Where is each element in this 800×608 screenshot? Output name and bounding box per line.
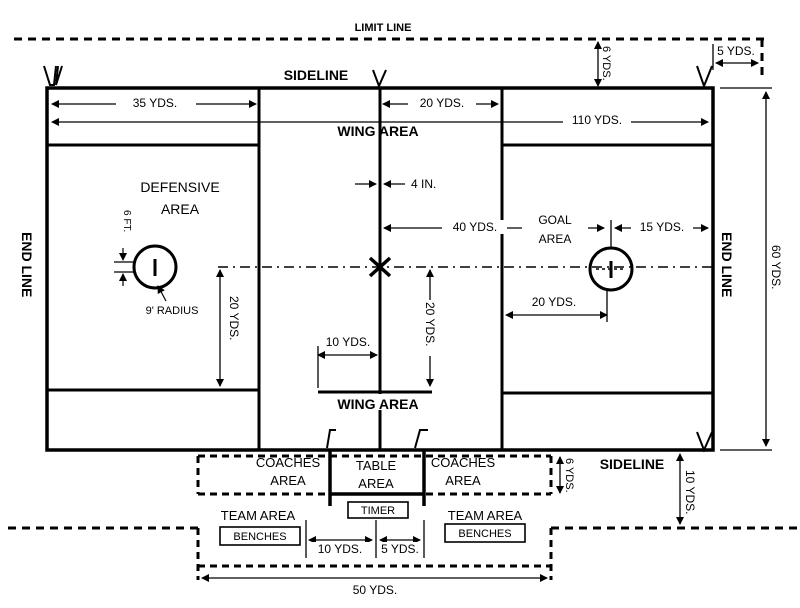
dim-5-yds-bottom: 5 YDS. (381, 542, 419, 556)
benches-left-label: BENCHES (233, 531, 286, 543)
dim-20-yds-center-vert: 20 YDS. (423, 302, 437, 346)
dim-10-yds-bottom: 10 YDS. (318, 542, 362, 556)
defensive-area-label-1: DEFENSIVE (140, 179, 219, 195)
dim-4-in: 4 IN. (411, 177, 436, 191)
dim-20-yds-top: 20 YDS. (420, 96, 464, 110)
dim-40-yds: 40 YDS. (453, 220, 497, 234)
goal-area-label-2: AREA (539, 232, 572, 246)
dim-110-yds: 110 YDS. (572, 113, 622, 127)
coaches-area-left-label-2: AREA (270, 473, 306, 488)
table-area-label-1: TABLE (356, 458, 397, 473)
flag-top-right (696, 65, 713, 89)
left-goal-crease (132, 244, 178, 290)
dim-15-yds: 15 YDS. (640, 220, 684, 234)
center-x-mark-2 (368, 256, 392, 278)
dim-50-yds: 50 YDS. (353, 583, 397, 597)
flag-bottom-left (326, 429, 336, 449)
wing-area-top-label: WING AREA (337, 123, 418, 139)
sideline-bottom-label: SIDELINE (600, 456, 665, 472)
limit-line-label: LIMIT LINE (355, 22, 412, 34)
end-line-right-label: END LINE (719, 232, 735, 297)
dim-5-yds-top: 5 YDS. (717, 44, 755, 58)
radius-9-label: 9' RADIUS (146, 305, 199, 317)
dim-6-yds-bottom: 6 YDS. (563, 458, 575, 493)
benches-right-box (444, 523, 526, 543)
sideline-top-label: SIDELINE (284, 67, 349, 83)
flag-bottom-center (414, 429, 428, 449)
dim-60-yds: 60 YDS. (769, 245, 783, 289)
defensive-area-label-2: AREA (161, 201, 200, 217)
dim-20-yds-left-vert: 20 YDS. (227, 296, 241, 340)
table-area-label-2: AREA (358, 476, 394, 491)
benches-right-label: BENCHES (458, 528, 511, 540)
wing-area-bottom-label: WING AREA (337, 396, 418, 412)
radius-pointer (157, 285, 167, 302)
dim-6-yds-top: 6 YDS. (600, 46, 612, 81)
end-line-left-label: END LINE (19, 232, 35, 297)
flag-top-left (43, 65, 57, 86)
goal-area-label-1: GOAL (538, 213, 572, 227)
flag-top-left-b (55, 65, 63, 86)
dim-10-yds-right-vert: 10 YDS. (683, 470, 697, 514)
coaches-area-right-label-1: COACHES (431, 455, 496, 470)
coaches-area-left-label-1: COACHES (256, 455, 321, 470)
dim-6-ft: 6 FT. (121, 210, 132, 232)
dim-20-yds-right: 20 YDS. (532, 295, 576, 309)
timer-label: TIMER (361, 505, 395, 517)
team-area-right-label: TEAM AREA (448, 508, 523, 523)
flag-top-center (372, 69, 387, 89)
timer-box (347, 501, 409, 519)
coaches-area-right-label-2: AREA (445, 473, 481, 488)
dim-35-yds: 35 YDS. (133, 96, 177, 110)
flag-bottom-right (696, 431, 713, 453)
team-area-left-label: TEAM AREA (221, 508, 296, 523)
benches-left-box (219, 526, 301, 546)
dim-10-yds-center: 10 YDS. (326, 335, 370, 349)
